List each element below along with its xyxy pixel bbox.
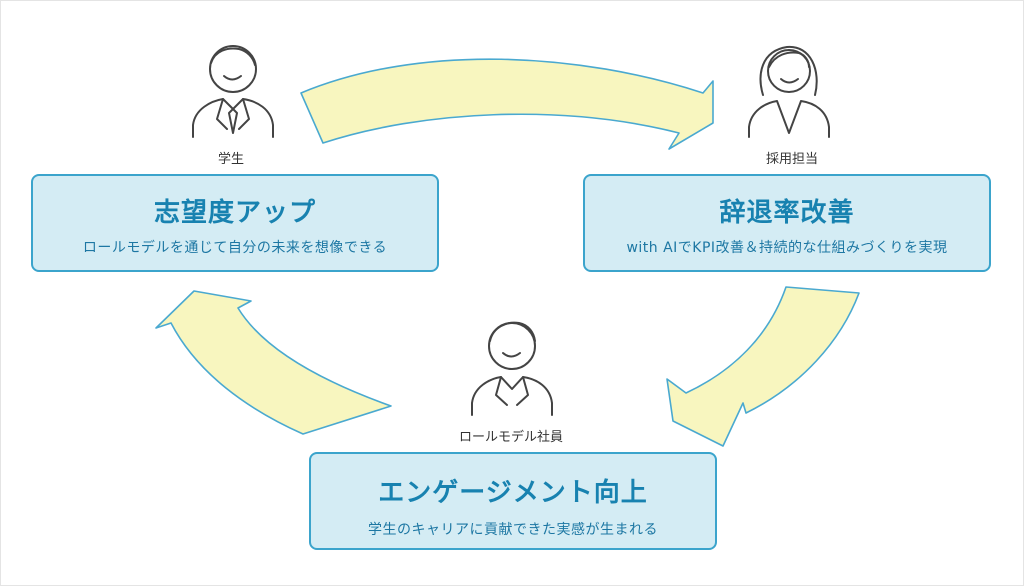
student-outcome-box: 志望度アップ ロールモデルを通じて自分の未来を想像できる xyxy=(31,174,439,272)
student-outcome-subtitle: ロールモデルを通じて自分の未来を想像できる xyxy=(82,240,388,256)
student-label: 学生 xyxy=(217,152,244,167)
arrow-recruiter-to-rolemodel xyxy=(666,286,860,447)
recruiter-outcome-box: 辞退率改善 with AIでKPI改善＆持続的な仕組みづくりを実現 xyxy=(583,174,991,272)
student-outcome-title: 志望度アップ xyxy=(153,198,316,228)
recruiter-outcome-title: 辞退率改善 xyxy=(719,198,855,228)
role-model-outcome-subtitle: 学生のキャリアに貢献できた実感が生まれる xyxy=(368,522,658,538)
recruiter-outcome-subtitle: with AIでKPI改善＆持続的な仕組みづくりを実現 xyxy=(626,240,948,256)
role-model-label: ロールモデル社員 xyxy=(458,430,563,445)
businesswoman-icon xyxy=(748,45,830,138)
role-model-outcome-title: エンゲージメント向上 xyxy=(378,478,648,508)
businessman-icon xyxy=(192,45,274,138)
arrow-student-to-recruiter xyxy=(300,58,714,150)
role-model-outcome-box: エンゲージメント向上 学生のキャリアに貢献できた実感が生まれる xyxy=(309,452,717,550)
arrow-rolemodel-to-student xyxy=(155,290,392,435)
employee-icon xyxy=(471,321,553,416)
recruiter-label: 採用担当 xyxy=(765,152,818,167)
